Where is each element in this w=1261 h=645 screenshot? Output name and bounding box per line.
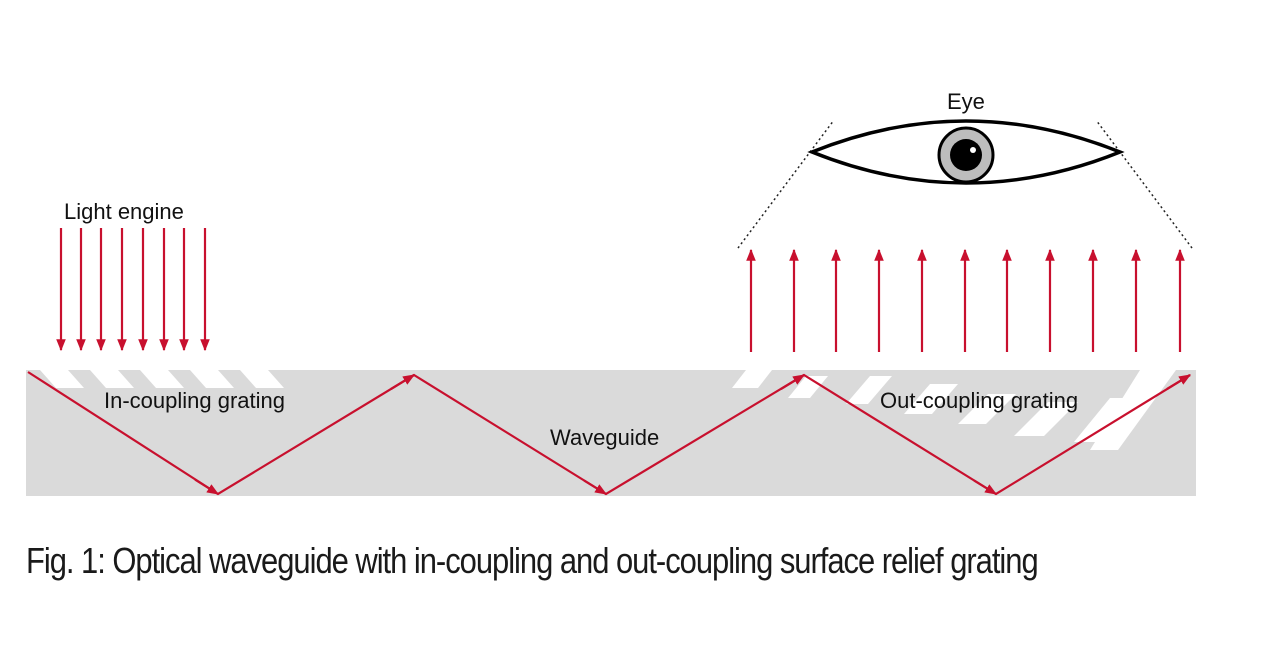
eye-label: Eye <box>947 89 985 114</box>
eye-icon <box>807 119 1125 185</box>
light-path-arrowheads <box>194 374 1192 495</box>
waveguide-slab <box>26 370 1196 496</box>
fov-line-right <box>1095 119 1193 249</box>
in-coupling-label: In-coupling grating <box>104 388 285 413</box>
light-engine-rays <box>56 228 210 352</box>
out-coupled-rays <box>746 248 1185 352</box>
out-coupling-label: Out-coupling grating <box>880 388 1078 413</box>
out-coupling-grating <box>732 370 1176 450</box>
light-engine-label: Light engine <box>64 199 184 224</box>
fov-line-left <box>737 119 835 249</box>
in-coupling-grating <box>40 370 284 388</box>
figure-caption: Fig. 1: Optical waveguide with in-coupli… <box>26 540 1039 581</box>
waveguide-label: Waveguide <box>550 425 659 450</box>
